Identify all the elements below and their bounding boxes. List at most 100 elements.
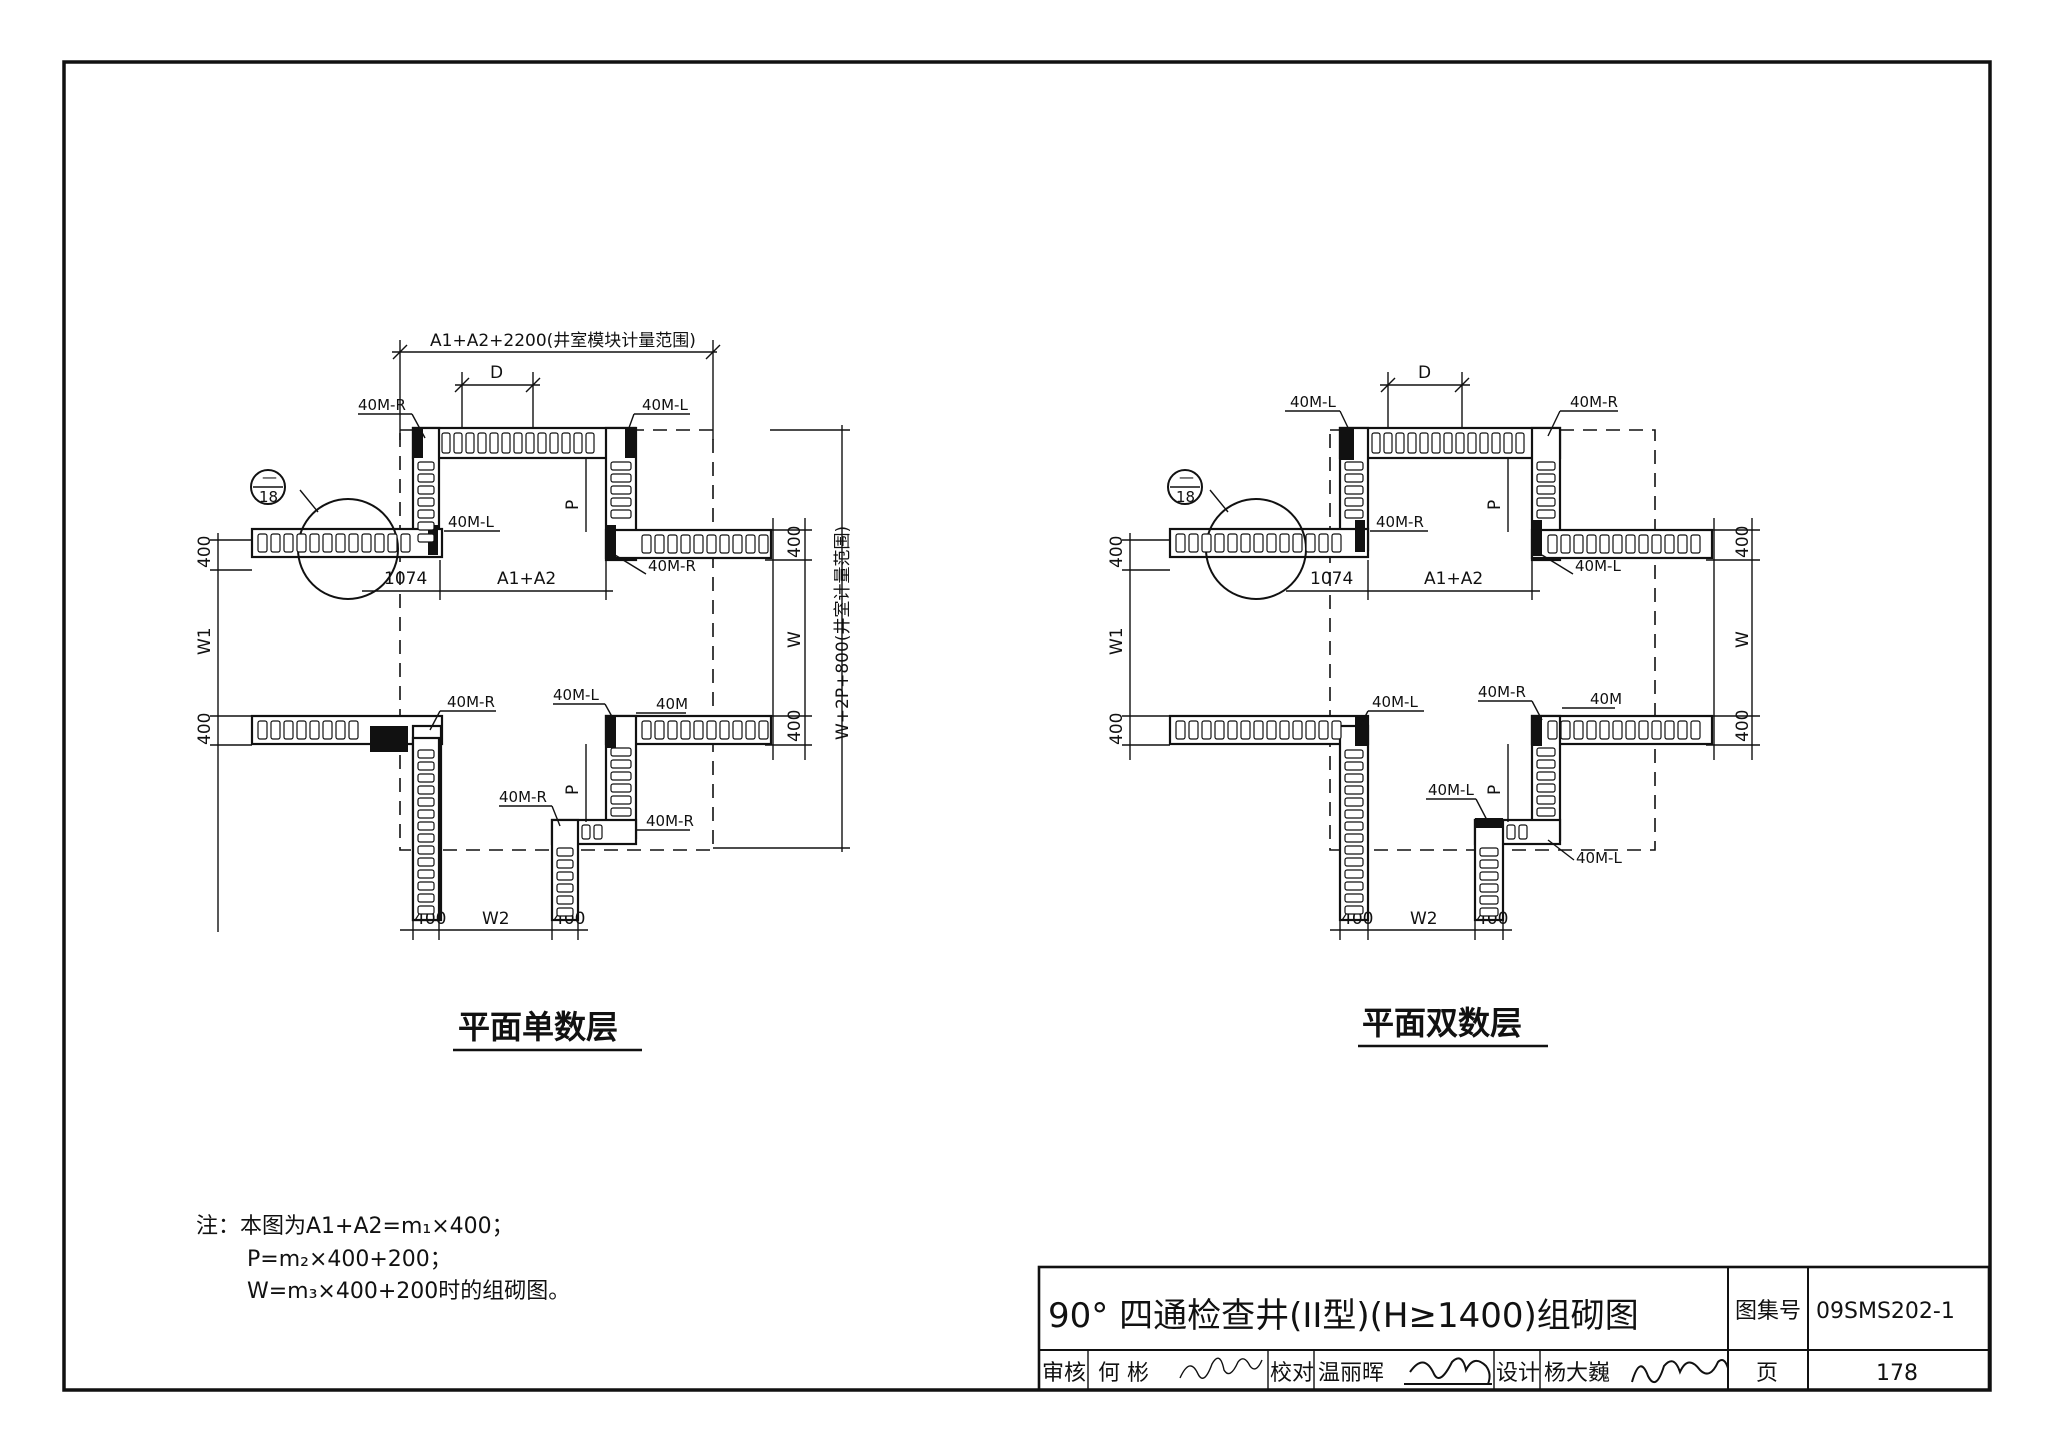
left-400-tr: 400 — [785, 526, 805, 558]
check-label: 校对 — [1270, 1361, 1314, 1386]
brick-cell — [1612, 534, 1623, 554]
right-detail-top: — — [1179, 468, 1194, 486]
brick-cell — [1240, 720, 1251, 740]
right-m-bl: 40M-L — [1372, 693, 1418, 711]
brick-cell — [1536, 807, 1556, 817]
brick-cell — [1344, 857, 1364, 867]
brick-cell — [1214, 533, 1225, 553]
brick-cell — [501, 432, 511, 454]
left-m-br-l: 40M-L — [553, 686, 599, 704]
left-m-br2: 40M-R — [646, 812, 694, 830]
brick-cell — [1479, 907, 1499, 917]
page-number: 178 — [1876, 1361, 1918, 1386]
brick-cell — [270, 720, 281, 740]
brick-cell — [1651, 534, 1662, 554]
left-m-b-l: 40M-R — [499, 788, 547, 806]
left-400-bl: 400 — [195, 713, 215, 745]
brick-cell — [1331, 533, 1342, 553]
brick-cell — [417, 461, 435, 471]
brick-cell — [1560, 534, 1571, 554]
review-label: 审核 — [1042, 1361, 1086, 1386]
brick-cell — [417, 821, 435, 831]
brick-cell — [1536, 497, 1556, 507]
brick-cell — [400, 533, 411, 553]
brick-cell — [610, 747, 632, 757]
right-400-br: 400 — [1733, 710, 1753, 742]
brick-cell — [732, 720, 743, 740]
brick-cell — [1227, 720, 1238, 740]
brick-cell — [610, 485, 632, 495]
brick-cell — [1599, 534, 1610, 554]
brick-cell — [1536, 509, 1556, 519]
brick-cell — [1344, 773, 1364, 783]
brick-cell — [1305, 720, 1316, 740]
brick-cell — [556, 847, 574, 857]
right-400-tr: 400 — [1733, 526, 1753, 558]
right-m-b-l: 40M-L — [1428, 781, 1474, 799]
right-400-tl: 400 — [1107, 536, 1127, 568]
brick-cell — [1266, 533, 1277, 553]
left-plan-title: 平面单数层 — [458, 1008, 618, 1046]
brick-cell — [654, 534, 665, 554]
left-W: W — [785, 631, 805, 648]
note-line-2: P=m₂×400+200； — [247, 1247, 452, 1272]
brick-cell — [1625, 534, 1636, 554]
brick-cell — [1344, 509, 1364, 519]
brick-cell — [1344, 785, 1364, 795]
brick-cell — [1395, 432, 1405, 454]
brick-cell — [1344, 485, 1364, 495]
brick-cell — [1651, 720, 1662, 740]
brick-cell — [1344, 881, 1364, 891]
brick-cell — [257, 720, 268, 740]
brick-cell — [1201, 720, 1212, 740]
left-m-br: 40M — [656, 695, 688, 713]
brick-cell — [348, 533, 359, 553]
right-W2: W2 — [1410, 909, 1438, 929]
brick-cell — [1201, 533, 1212, 553]
right-A1A2: A1+A2 — [1424, 569, 1483, 589]
brick-cell — [680, 534, 691, 554]
left-400-tl: 400 — [195, 536, 215, 568]
brick-cell — [1344, 461, 1364, 471]
brick-cell — [374, 533, 385, 553]
brick-cell — [610, 497, 632, 507]
brick-cell — [585, 432, 595, 454]
brick-cell — [1536, 485, 1556, 495]
brick-cell — [1479, 895, 1499, 905]
left-m-bl: 40M-R — [447, 693, 495, 711]
brick-cell — [348, 720, 359, 740]
brick-cell — [1227, 533, 1238, 553]
design-label: 设计 — [1496, 1361, 1540, 1386]
brick-cell — [556, 907, 574, 917]
brick-cell — [465, 432, 475, 454]
left-m-tl: 40M-R — [358, 396, 406, 414]
note-line-3: W=m₃×400+200时的组砌图。 — [247, 1279, 570, 1304]
brick-cell — [417, 833, 435, 843]
brick-cell — [1677, 720, 1688, 740]
brick-cell — [417, 497, 435, 507]
brick-cell — [719, 534, 730, 554]
designer-signature — [1631, 1359, 1729, 1384]
brick-cell — [309, 720, 320, 740]
brick-cell — [556, 895, 574, 905]
brick-cell — [1491, 432, 1501, 454]
brick-cell — [417, 521, 435, 531]
brick-cell — [1431, 432, 1441, 454]
brick-cell — [296, 533, 307, 553]
reviewer-signature — [1179, 1357, 1263, 1379]
brick-cell — [573, 432, 583, 454]
brick-cell — [1419, 432, 1429, 454]
brick-cell — [489, 432, 499, 454]
brick-cell — [453, 432, 463, 454]
brick-cell — [417, 857, 435, 867]
right-400-bl: 400 — [1107, 713, 1127, 745]
left-m-tr: 40M-L — [642, 396, 688, 414]
brick-cell — [667, 720, 678, 740]
right-P-bottom: P — [1485, 785, 1505, 795]
brick-cell — [561, 432, 571, 454]
brick-cell — [417, 869, 435, 879]
brick-cell — [417, 749, 435, 759]
brick-cell — [1690, 534, 1701, 554]
brick-cell — [1253, 533, 1264, 553]
brick-cell — [1383, 432, 1393, 454]
